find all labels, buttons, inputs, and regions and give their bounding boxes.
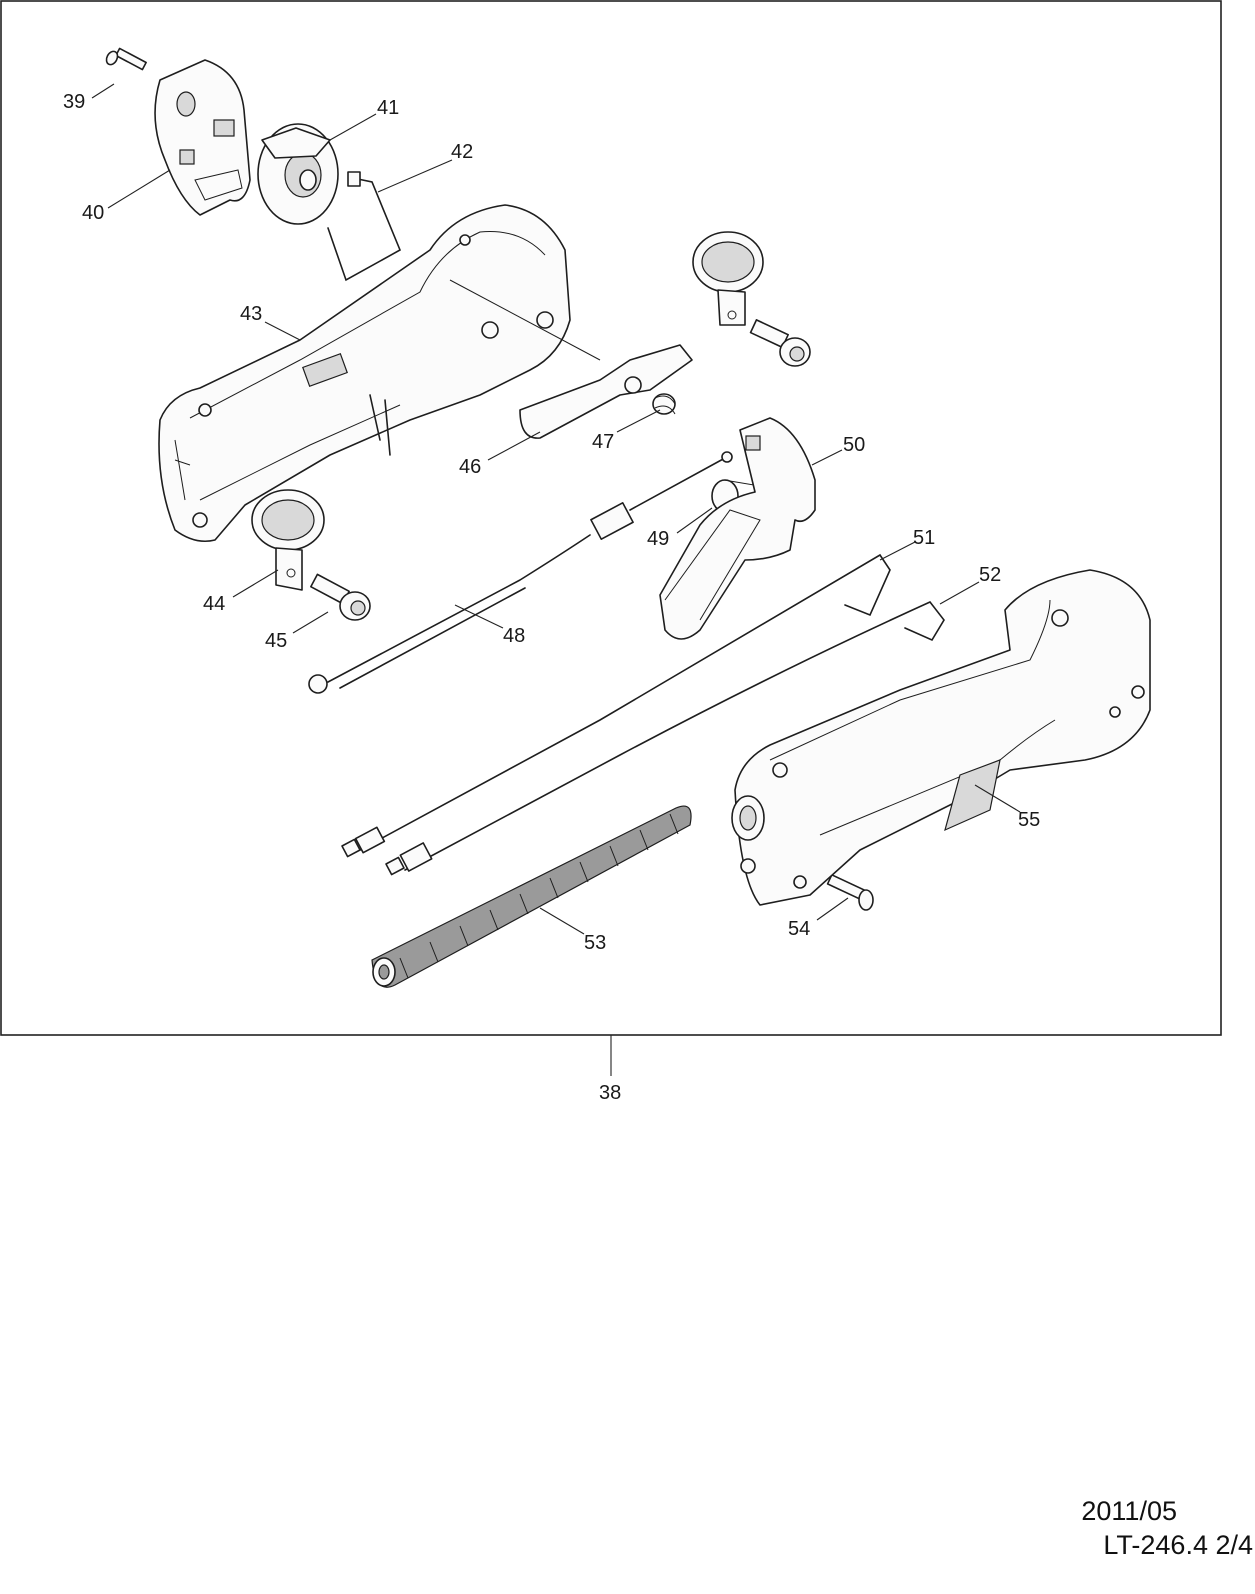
part-47-spring [652, 393, 676, 415]
part-41-switch-dial [257, 123, 339, 225]
part-42-wire-bracket [327, 171, 402, 282]
callout-44: 44 [203, 593, 225, 615]
footer-reference: LT-246.4 2/4 [1103, 1530, 1253, 1560]
part-39-screw [105, 47, 147, 71]
callout-40: 40 [82, 202, 104, 224]
callout-41: 41 [377, 97, 399, 119]
upper-clamp [692, 231, 811, 367]
callout-50: 50 [843, 434, 865, 456]
callout-54: 54 [788, 918, 810, 940]
callout-43: 43 [240, 303, 262, 325]
callout-46: 46 [459, 456, 481, 478]
callout-45: 45 [265, 630, 287, 652]
callout-51: 51 [913, 527, 935, 549]
callout-38: 38 [599, 1082, 621, 1104]
part-51-rod [341, 553, 891, 858]
part-54-screw [826, 874, 874, 911]
callout-47: 47 [592, 431, 614, 453]
part-52-rod [385, 601, 945, 876]
callout-49: 49 [647, 528, 669, 550]
part-40-side-cover [154, 59, 251, 216]
callout-52: 52 [979, 564, 1001, 586]
leader-lines [91, 83, 1021, 935]
part-48-throttle-cable [308, 451, 733, 694]
part-43-handle-housing [158, 204, 601, 543]
part-44-clamp [251, 489, 325, 591]
part-53-protective-tube [371, 805, 692, 988]
part-45-bolt [310, 573, 371, 621]
footer-date: 2011/05 [1081, 1496, 1177, 1526]
part-55-rear-handle [731, 569, 1151, 906]
callout-48: 48 [503, 625, 525, 647]
callout-39: 39 [63, 91, 85, 113]
callout-53: 53 [584, 932, 606, 954]
callout-42: 42 [451, 141, 473, 163]
callout-labels: 38 39 40 41 42 43 44 45 46 47 48 49 50 5… [63, 91, 1040, 1104]
part-50-grip-lever [659, 417, 816, 640]
part-46-throttle-trigger [519, 344, 693, 439]
callout-55: 55 [1018, 809, 1040, 831]
